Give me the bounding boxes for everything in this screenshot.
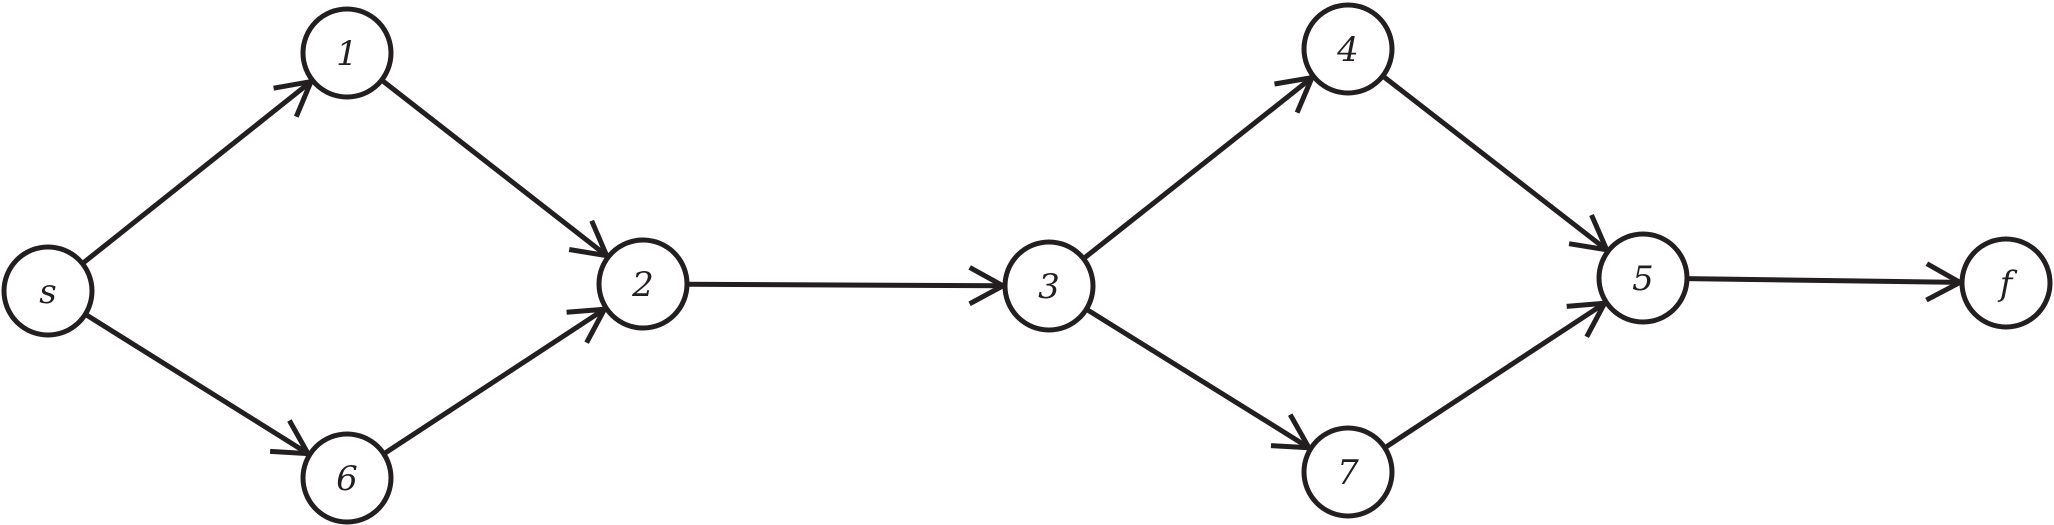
edge-line [1381, 74, 1609, 252]
node-circle [1596, 231, 1690, 325]
node-label: 3 [1038, 267, 1060, 307]
edge-line [80, 79, 313, 266]
edge-6-to-2 [382, 306, 609, 456]
node-circle [596, 237, 690, 331]
node-4: 4 [1301, 2, 1395, 96]
node-s: s [1, 244, 95, 338]
node-circle [300, 6, 394, 100]
node-circle [1301, 425, 1395, 519]
node-7: 7 [1301, 425, 1395, 519]
node-label: 5 [1632, 259, 1654, 299]
edge-3-to-7 [1085, 307, 1314, 451]
edge-line [686, 281, 1004, 289]
node-3: 3 [1002, 239, 1096, 333]
node-label: 6 [336, 459, 358, 499]
node-label: s [39, 272, 56, 312]
node-circle [300, 431, 394, 525]
edge-line [1081, 75, 1314, 261]
node-5: 5 [1596, 231, 1690, 325]
edge-line [1085, 307, 1311, 450]
edge-s-to-1 [80, 78, 316, 266]
node-label: 1 [336, 34, 358, 74]
edge-2-to-3 [686, 265, 1009, 307]
node-label: 2 [631, 265, 654, 305]
node-6: 6 [300, 431, 394, 525]
edge-s-to-6 [83, 312, 313, 457]
node-circle [1301, 2, 1395, 96]
edge-4-to-5 [1381, 74, 1611, 254]
node-circle [1, 244, 95, 338]
node-2: 2 [596, 237, 690, 331]
edge-5-to-f [1686, 261, 1966, 303]
edge-line [83, 312, 310, 456]
node-label: 4 [1336, 30, 1359, 70]
edge-line [1383, 301, 1606, 450]
edge-7-to-5 [1383, 300, 1609, 450]
node-label: 7 [1337, 453, 1359, 493]
edge-line [380, 78, 609, 258]
edge-1-to-2 [380, 78, 611, 259]
node-1: 1 [300, 6, 394, 100]
node-f: f [1959, 236, 2053, 330]
node-circle [1002, 239, 1096, 333]
edge-line [1686, 276, 1961, 285]
edge-3-to-4 [1081, 74, 1317, 261]
edge-line [382, 307, 606, 456]
node-circle [1959, 236, 2053, 330]
